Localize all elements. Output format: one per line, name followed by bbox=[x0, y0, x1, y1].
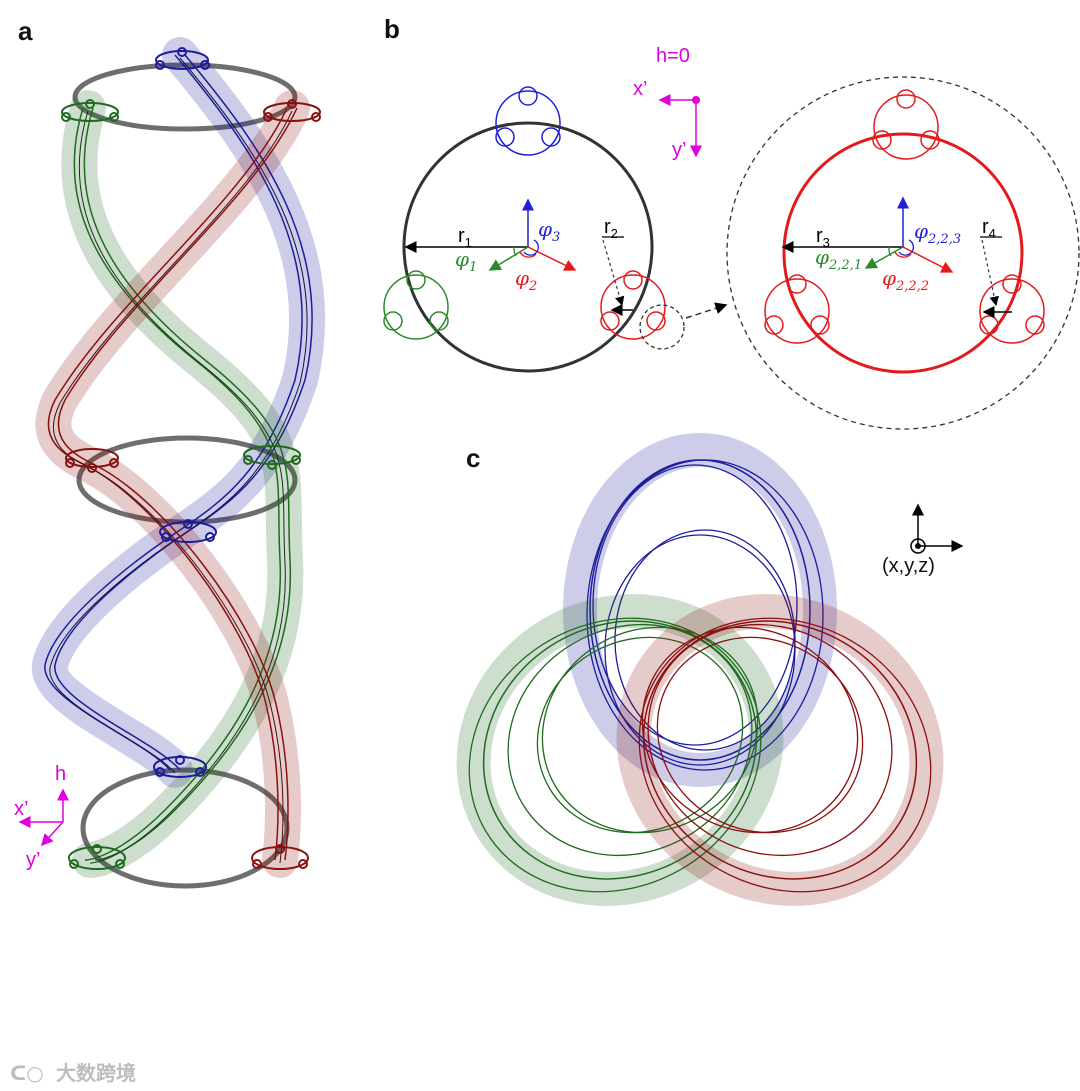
panel-a-helix: h x’ y’ bbox=[14, 48, 320, 886]
axis-label-h: h bbox=[55, 763, 66, 785]
trefoil-green bbox=[384, 271, 448, 339]
coord-label: (x,y,z) bbox=[882, 555, 935, 577]
watermark-text: 大数跨境 bbox=[56, 1061, 136, 1085]
r4-label: r4 bbox=[982, 216, 996, 241]
trefoil-blue bbox=[496, 87, 560, 155]
axis-label-y-b: y’ bbox=[672, 139, 686, 161]
out-of-plane-dot bbox=[915, 543, 921, 549]
panel-c-top-view: (x,y,z) bbox=[419, 450, 981, 944]
panel-label-c: c bbox=[466, 443, 480, 473]
origin-dot-b bbox=[692, 96, 700, 104]
panel-label-b: b bbox=[384, 14, 400, 44]
phi222-axis bbox=[903, 247, 952, 272]
zoom-circle-large bbox=[727, 77, 1079, 429]
h-zero-label: h=0 bbox=[656, 45, 690, 67]
r2-pointer bbox=[603, 240, 622, 305]
panel-label-a: a bbox=[18, 16, 33, 46]
phi221-label: φ2,2,1 bbox=[815, 245, 862, 273]
zoom-connector bbox=[686, 305, 726, 318]
phi2-axis bbox=[528, 247, 575, 270]
trefoil-red-top-zoom bbox=[873, 90, 939, 159]
trefoil-red-right-zoom bbox=[980, 275, 1044, 343]
phi221-axis bbox=[866, 247, 903, 268]
watermark: ᑕ○ 大数跨境 bbox=[10, 1061, 136, 1085]
panel-b-schematic: h=0 x’ y’ r1 φ3 φ1 bbox=[384, 45, 1079, 429]
axis-label-y: y’ bbox=[26, 849, 40, 871]
trefoil-red bbox=[601, 271, 665, 339]
axis-label-x: x’ bbox=[14, 798, 28, 820]
phi223-label: φ2,2,3 bbox=[914, 219, 961, 247]
watermark-logo-icon: ᑕ○ bbox=[10, 1061, 44, 1085]
r2-label: r2 bbox=[604, 216, 618, 241]
phi3-label: φ3 bbox=[538, 217, 560, 245]
phi2-label: φ2 bbox=[515, 266, 537, 294]
phi1-label: φ1 bbox=[455, 247, 477, 275]
axis-label-x-b: x’ bbox=[633, 78, 647, 100]
phi222-label: φ2,2,2 bbox=[882, 266, 929, 294]
